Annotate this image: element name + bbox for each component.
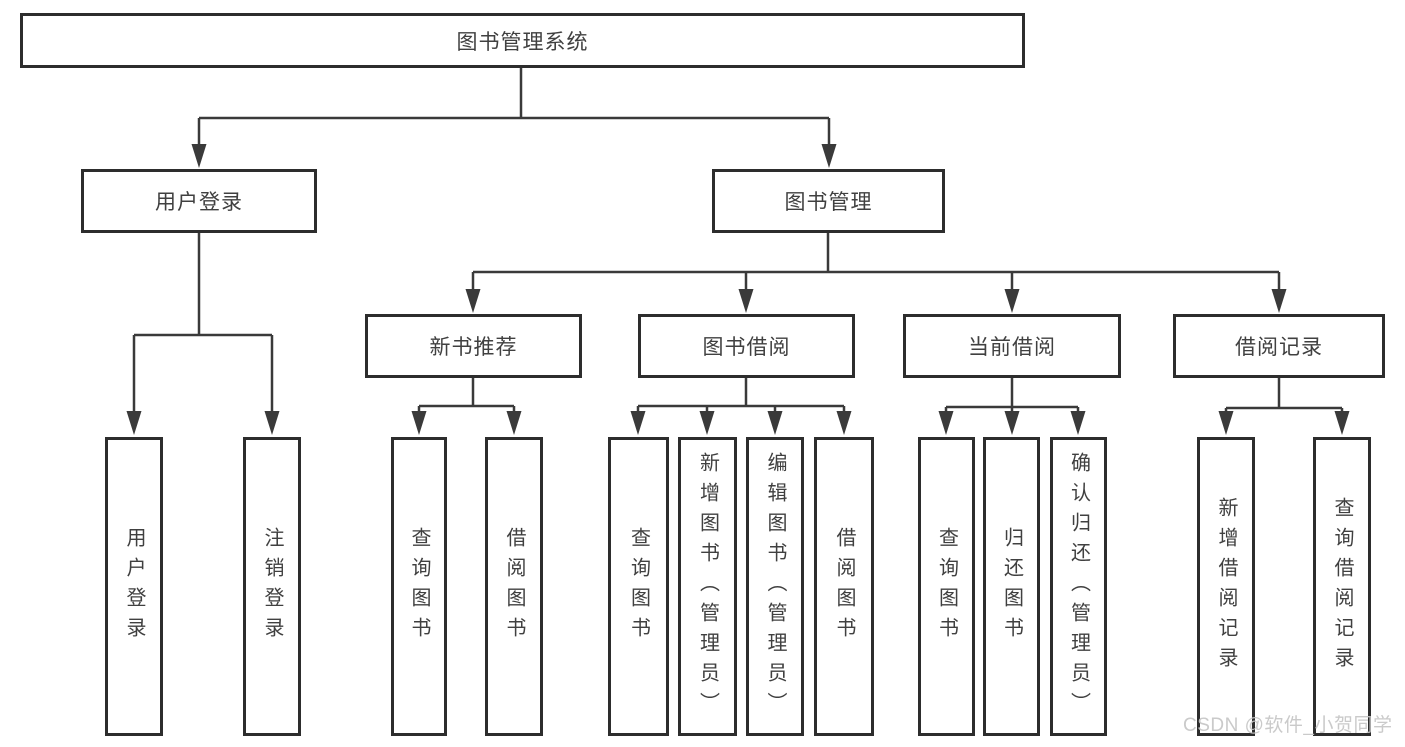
- leaf-query-borrow-record: 查询借阅记录: [1313, 437, 1371, 736]
- node-borrow-records: 借阅记录: [1173, 314, 1385, 378]
- leaf-query-books-current: 查询图书: [918, 437, 975, 736]
- leaf-query-books-borrow: 查询图书: [608, 437, 669, 736]
- leaf-add-borrow-record: 新增借阅记录: [1197, 437, 1255, 736]
- csdn-watermark: CSDN @软件_小贺同学: [1183, 715, 1393, 736]
- node-current-borrow: 当前借阅: [903, 314, 1121, 378]
- leaf-user-login: 用户登录: [105, 437, 163, 736]
- node-root-library-system: 图书管理系统: [20, 13, 1025, 68]
- leaf-query-books-recommend: 查询图书: [391, 437, 447, 736]
- leaf-edit-book-admin: 编辑图书（管理员）: [746, 437, 804, 736]
- leaf-return-books: 归还图书: [983, 437, 1040, 736]
- leaf-borrow-books: 借阅图书: [814, 437, 874, 736]
- leaf-confirm-return-admin: 确认归还（管理员）: [1050, 437, 1107, 736]
- leaf-add-book-admin: 新增图书（管理员）: [678, 437, 737, 736]
- node-new-book-recommend: 新书推荐: [365, 314, 582, 378]
- leaf-borrow-books-recommend: 借阅图书: [485, 437, 543, 736]
- leaf-logout: 注销登录: [243, 437, 301, 736]
- node-book-management: 图书管理: [712, 169, 945, 233]
- node-book-borrow: 图书借阅: [638, 314, 855, 378]
- node-user-login: 用户登录: [81, 169, 317, 233]
